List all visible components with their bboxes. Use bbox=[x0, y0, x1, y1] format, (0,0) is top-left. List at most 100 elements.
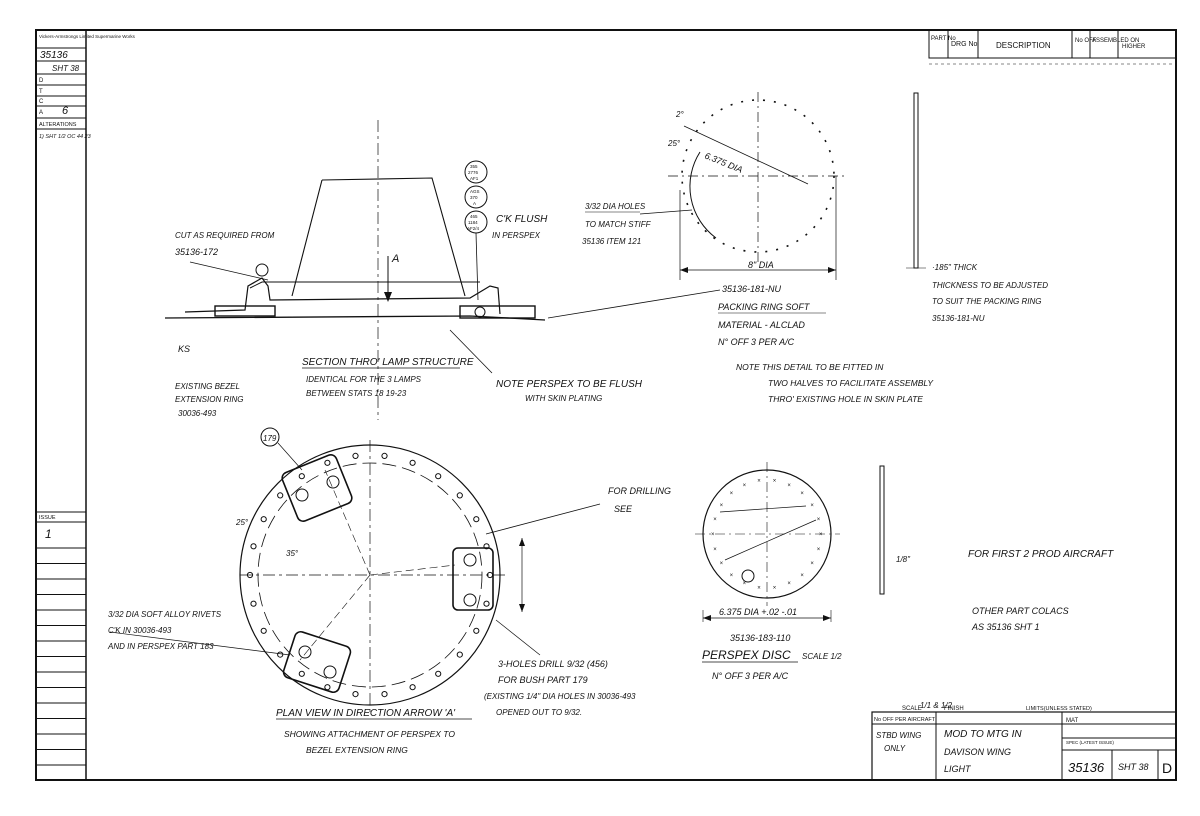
thickness-3: TO SUIT THE PACKING RING bbox=[932, 297, 1042, 306]
plan-hole bbox=[277, 651, 284, 658]
plan-hole bbox=[435, 670, 442, 677]
angle-2: 2° bbox=[675, 110, 684, 119]
scale-label: SCALE bbox=[902, 706, 922, 712]
plan-hole bbox=[456, 651, 463, 658]
no-off-label: No OFF PER AIRCRAFT bbox=[874, 717, 936, 723]
angle-25: 25° bbox=[667, 139, 681, 148]
disc-hole-mark: × bbox=[810, 503, 814, 509]
col-assembled-on: ASSEMBLED ON bbox=[1092, 38, 1139, 44]
parts-list-header: PART No DRG No DESCRIPTION No OFF ASSEMB… bbox=[928, 29, 1177, 65]
scale-value: 1/1 & 1/2 bbox=[920, 701, 953, 710]
other-note-1: OTHER PART COLACS bbox=[972, 606, 1069, 616]
disc-hole-mark: × bbox=[720, 561, 724, 567]
packing-material: MATERIAL - ALCLAD bbox=[718, 320, 805, 330]
disc-hole-mark: × bbox=[713, 517, 717, 523]
detail-note-2: TWO HALVES TO FACILITATE ASSEMBLY bbox=[768, 378, 934, 388]
no-off-value-1: STBD WING bbox=[876, 731, 921, 740]
plan-view-sub-2: BEZEL EXTENSION RING bbox=[306, 745, 408, 755]
disc-scale: SCALE 1/2 bbox=[802, 652, 842, 661]
other-note-2: AS 35136 SHT 1 bbox=[971, 622, 1040, 632]
packing-title: PACKING RING SOFT bbox=[718, 302, 811, 312]
strip-row-c: C bbox=[39, 99, 44, 105]
part-179-bubble: 179 bbox=[263, 434, 277, 443]
col-description: DESCRIPTION bbox=[996, 41, 1051, 50]
issue-header: ISSUE bbox=[39, 515, 56, 521]
plan-hole bbox=[260, 627, 267, 634]
csk-flush-2: IN PERSPEX bbox=[492, 231, 541, 240]
disc-hole-mark: × bbox=[810, 561, 814, 567]
holes-3-32-3: 35136 ITEM 121 bbox=[582, 237, 641, 246]
perspex-flush-1: NOTE PERSPEX TO BE FLUSH bbox=[496, 379, 643, 390]
strip-row-t: T bbox=[39, 89, 43, 95]
plan-hole bbox=[246, 571, 254, 579]
detail-note-1: NOTE THIS DETAIL TO BE FITTED IN bbox=[736, 362, 884, 372]
ring-dia-6375: 6.375 DIA bbox=[703, 151, 744, 175]
packing-ring-edge-view bbox=[913, 92, 919, 269]
disc-hole-mark: × bbox=[730, 573, 734, 579]
disc-hole-mark: × bbox=[800, 573, 804, 579]
packing-ring-view: 6.375 DIA 8" DIA 2° 25° 3/32 DIA HOLES T… bbox=[547, 92, 934, 404]
issue-value: 1 bbox=[45, 527, 52, 541]
holes-drill-4: OPENED OUT TO 9/32. bbox=[496, 708, 582, 717]
disc-edge-view bbox=[879, 465, 885, 595]
title-sheet: SHT 38 bbox=[1118, 762, 1149, 772]
disc-hole-mark: × bbox=[730, 491, 734, 497]
perspex-flush-2: WITH SKIN PLATING bbox=[525, 394, 602, 403]
strip-drawing-no: 35136 bbox=[40, 50, 68, 61]
thickness-2: THICKNESS TO BE ADJUSTED bbox=[932, 281, 1048, 290]
disc-hole-mark: × bbox=[817, 517, 821, 523]
disc-hole-mark: × bbox=[787, 483, 791, 489]
thickness-4: 35136-181-NU bbox=[932, 314, 985, 323]
col-part-no: PART No bbox=[931, 36, 956, 42]
disc-part: 35136-183-110 bbox=[730, 633, 790, 643]
mat-label: MAT bbox=[1066, 718, 1079, 724]
plan-hole bbox=[352, 452, 359, 459]
bubble-1-b: 2776 bbox=[468, 170, 479, 175]
finish-label: FINISH bbox=[944, 706, 964, 712]
section-stations: BETWEEN STATS 18 19-23 bbox=[306, 389, 407, 398]
plan-hole bbox=[409, 459, 416, 466]
col-drg-no: DRG No bbox=[951, 41, 978, 48]
disc-title: PERSPEX DISC bbox=[702, 648, 791, 662]
bubble-1-a: 355 bbox=[470, 164, 478, 169]
title-issue-letter: D bbox=[1162, 760, 1172, 776]
perspex-disc-view: ×××××××××××××××××××××× 6.375 DIA +.02 -.… bbox=[695, 462, 842, 681]
lamp-mount-top bbox=[281, 454, 353, 522]
plan-hole bbox=[352, 691, 359, 698]
holes-drill-2: FOR BUSH PART 179 bbox=[498, 675, 588, 685]
strip-sheet: SHT 38 bbox=[52, 64, 80, 73]
bubble-3-b: 1184 bbox=[468, 220, 478, 225]
disc-hole-mark: × bbox=[711, 532, 715, 538]
strip-row-d: D bbox=[39, 78, 44, 84]
plan-hole bbox=[381, 452, 388, 459]
title-line-2: DAVISON WING bbox=[944, 747, 1011, 757]
disc-hole-mark: × bbox=[800, 491, 804, 497]
plan-hole bbox=[456, 492, 463, 499]
title-line-1: MOD TO MTG IN bbox=[944, 729, 1022, 740]
holes-drill-1: 3-HOLES DRILL 9/32 (456) bbox=[498, 659, 608, 669]
plan-hole bbox=[483, 600, 490, 607]
strip-row-a-value: 6 bbox=[62, 105, 69, 117]
plan-hole bbox=[473, 627, 480, 634]
plan-hole bbox=[298, 473, 305, 480]
col-higher: HIGHER bbox=[1122, 44, 1146, 50]
thickness-1: ·185" THICK bbox=[932, 263, 978, 272]
lamp-mount-right bbox=[452, 547, 494, 611]
disc-hole-mark: × bbox=[819, 532, 823, 538]
section-title: SECTION THRO' LAMP STRUCTURE bbox=[302, 357, 474, 368]
lamp-mount-bottom bbox=[282, 630, 352, 694]
disc-hole-mark: × bbox=[743, 483, 747, 489]
title-block: SCALE 1/1 & 1/2 FINISH LIMITS(UNLESS STA… bbox=[871, 701, 1177, 781]
plan-hole bbox=[277, 492, 284, 499]
holes-3-32-2: TO MATCH STIFF bbox=[585, 220, 652, 229]
ks-label: KS bbox=[178, 344, 190, 354]
bubble-2-b: 370 bbox=[470, 195, 478, 200]
disc-hole-mark: × bbox=[787, 581, 791, 587]
arrow-a-label: A bbox=[391, 253, 399, 265]
holes-drill-3: (EXISTING 1/4" DIA HOLES IN 30036-493 bbox=[484, 692, 636, 701]
no-off-value-2: ONLY bbox=[884, 744, 906, 753]
plan-angle-25: 25° bbox=[235, 518, 249, 527]
plan-view-title: PLAN VIEW IN DIRECTION ARROW 'A' bbox=[276, 708, 456, 719]
plan-view-sub-1: SHOWING ATTACHMENT OF PERSPEX TO bbox=[284, 729, 455, 739]
